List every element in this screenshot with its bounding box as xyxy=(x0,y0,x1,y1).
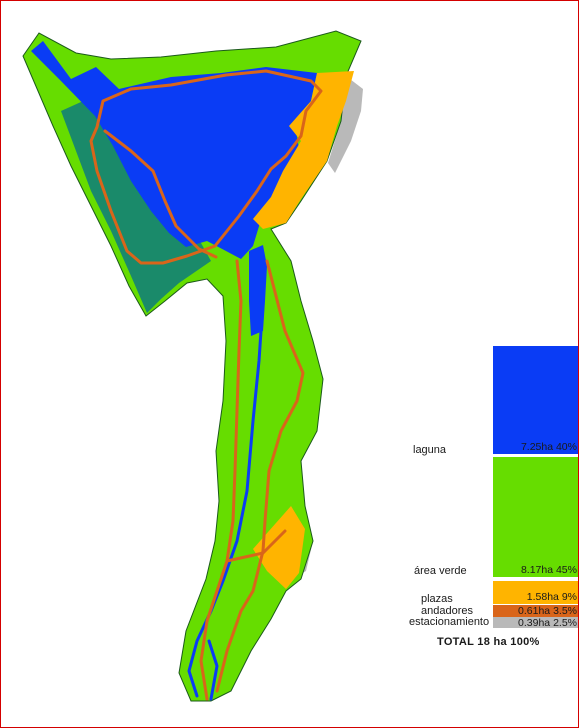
legend-value-laguna: 7.25ha 40% xyxy=(520,440,577,453)
legend-swatch-laguna: 7.25ha 40% xyxy=(493,346,578,454)
legend-value-area-verde: 8.17ha 45% xyxy=(520,563,577,576)
legend-label-andadores: andadores xyxy=(421,605,473,617)
legend-swatch-andadores: 0.61ha 3.5% xyxy=(493,605,578,617)
estacionamiento-area-north xyxy=(328,76,363,173)
andador-connector xyxy=(225,529,287,563)
andador-corridor-east xyxy=(215,259,305,693)
legend-label-plazas: plazas xyxy=(421,593,453,605)
legend-swatch-plazas: 1.58ha 9% xyxy=(493,581,578,604)
legend-label-area-verde: área verde xyxy=(414,565,467,577)
legend-total: TOTAL 18 ha 100% xyxy=(437,636,540,648)
river-line-south xyxy=(207,639,219,701)
legend-label-laguna: laguna xyxy=(413,444,447,456)
plaza-north xyxy=(253,71,354,229)
legend-label-estacionamiento: estacionamiento xyxy=(409,616,490,628)
laguna-shallow-edge xyxy=(61,93,211,313)
legend-value-estacionamiento: 0.39ha 2.5% xyxy=(518,616,577,629)
legend-swatch-estacionamiento: 0.39ha 2.5% xyxy=(493,617,578,628)
andador-inner-north xyxy=(103,129,218,259)
plaza-south xyxy=(253,506,305,589)
legend-value-andadores: 0.61ha 3.5% xyxy=(518,604,577,617)
legend-value-plazas: 1.58ha 9% xyxy=(526,590,577,603)
andador-corridor-west xyxy=(199,259,243,701)
legend-swatch-area-verde: 8.17ha 45% xyxy=(493,457,578,577)
river-line xyxy=(187,249,265,698)
andador-loop-north xyxy=(89,69,323,265)
